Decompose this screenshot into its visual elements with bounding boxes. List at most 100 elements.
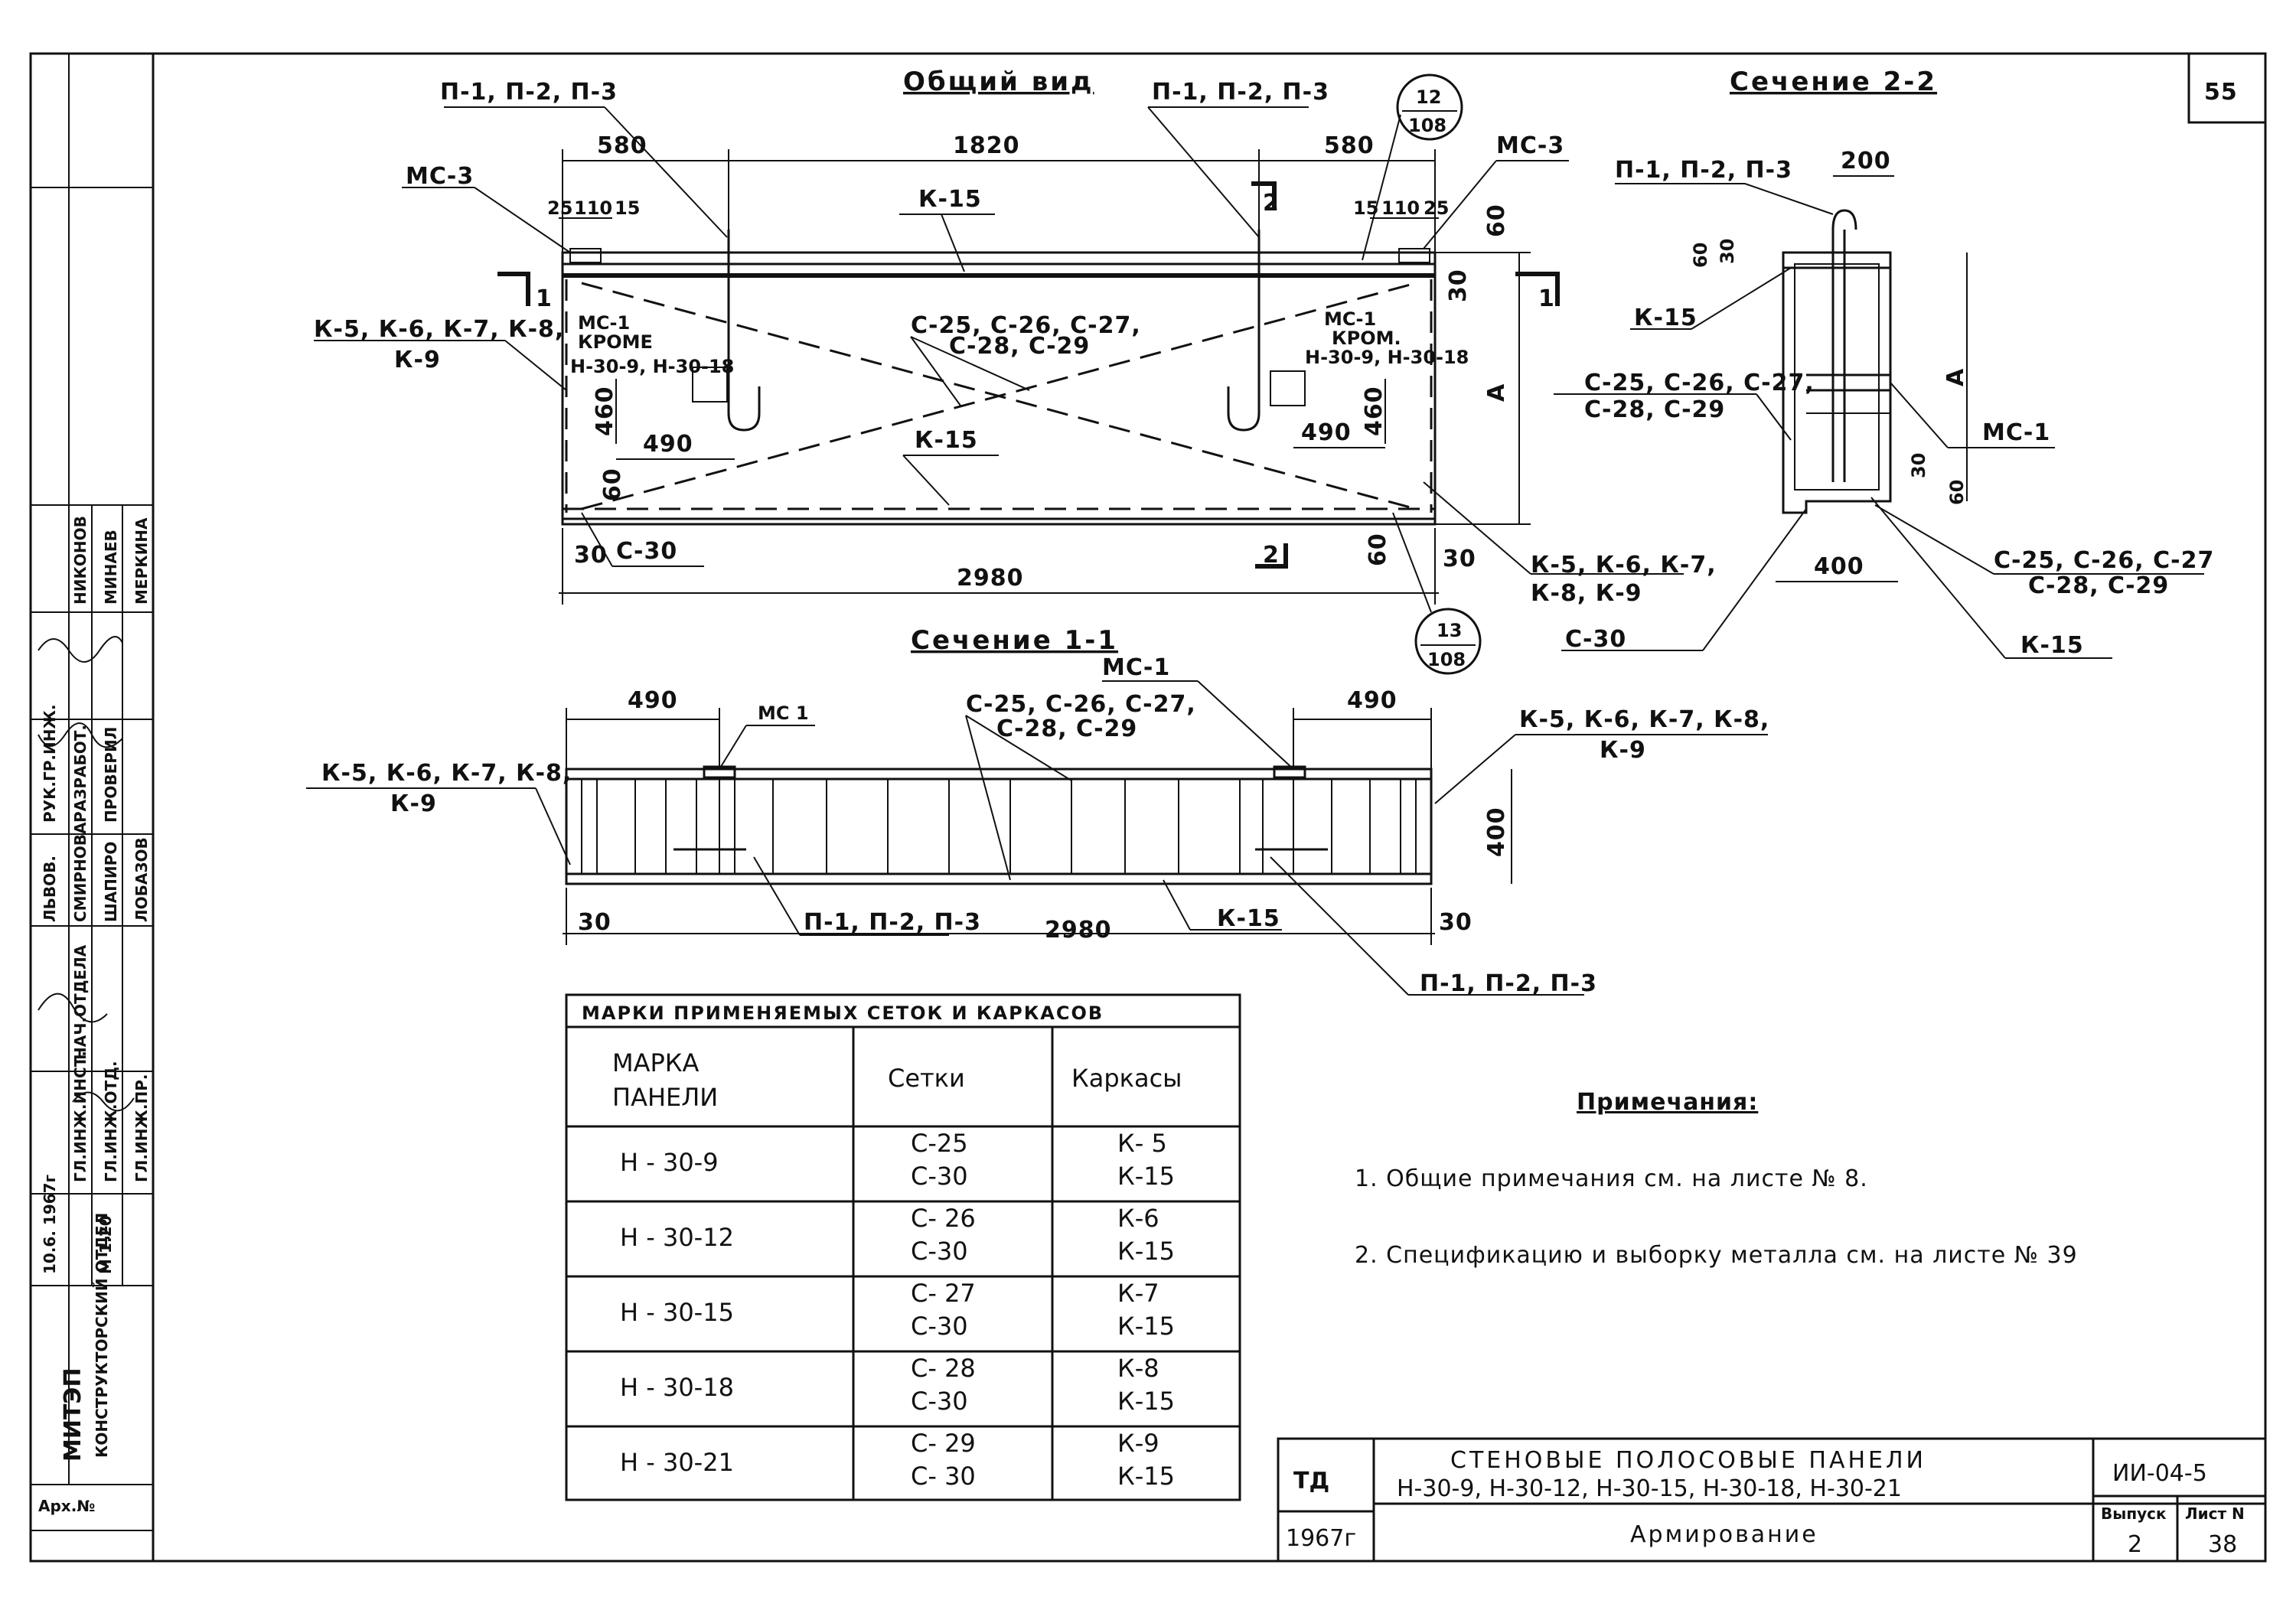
dim-general-total: 2980 (957, 565, 1024, 592)
cut-2-top: 2 (1263, 190, 1280, 217)
note-1: 1. Общие примечания см. на листе № 8. (1355, 1165, 1868, 1192)
tb-issue: 2 (2128, 1531, 2142, 1558)
stamp-role-5: РАЗРАБОТ. (71, 725, 90, 823)
general-view: Общий вид 580 1820 580 25 110 15 15 110 (314, 67, 1716, 675)
table-cell-frame: К- 5 (1117, 1129, 1167, 1158)
table-cell-frame: К-15 (1117, 1462, 1175, 1491)
s11-dim-height: 400 (1483, 807, 1510, 857)
note-2: 2. Спецификацию и выборку металла см. на… (1355, 1242, 2078, 1269)
dim-15-right: 15 (1353, 197, 1378, 219)
cut-marker-1-left (497, 272, 530, 306)
table-cell-frame: К-15 (1117, 1387, 1175, 1416)
signature-mark (38, 722, 123, 748)
s11-dim-right: 490 (1347, 687, 1397, 714)
stamp-name-6: МИНАЕВ (102, 530, 120, 605)
table-cell-mesh: С-30 (911, 1237, 968, 1266)
s11-p-bottom: П-1, П-2, П-3 (804, 909, 981, 936)
cut-marker-2-top (1251, 181, 1277, 210)
stamp-date: 10.6. 1967г (41, 1175, 59, 1274)
title-block: ТД 1967г СТЕНОВЫЕ ПОЛОСОВЫЕ ПАНЕЛИ Н-30-… (1277, 1437, 2267, 1563)
dim-15-left: 15 (615, 197, 640, 219)
table-cell-frame: К-8 (1117, 1354, 1159, 1383)
section22-outline (1782, 251, 1892, 514)
ref-bot-den: 108 (1427, 649, 1466, 670)
s22-dim-bottom: 400 (1814, 553, 1864, 580)
tb-td: ТД (1293, 1468, 1329, 1495)
s11-kset-right-2: К-9 (1600, 737, 1646, 764)
dim-general-right: 580 (1324, 132, 1375, 159)
dim-460-left: 460 (592, 386, 618, 436)
dim-490-left: 490 (643, 431, 693, 458)
label-cset-1: С-25, С-26, С-27, (911, 312, 1141, 339)
signature-mark (72, 1091, 135, 1112)
label-mc1-left-1: МС-1 (578, 312, 630, 334)
table-cell-mesh: С-30 (911, 1162, 968, 1191)
s11-dim-end-right: 30 (1439, 909, 1473, 936)
table-cell-mesh: С-30 (911, 1387, 968, 1416)
table-col1-line2: ПАНЕЛИ (612, 1083, 718, 1112)
stamp-arch: Арх.№ (38, 1497, 95, 1515)
section22-title: Сечение 2-2 (1730, 67, 1937, 97)
s11-dim-left: 490 (628, 687, 678, 714)
s22-cset-left-2: С-28, С-29 (1584, 396, 1725, 423)
s22-p: П-1, П-2, П-3 (1615, 157, 1792, 184)
s22-cset-left-1: С-25, С-26, С-27, (1584, 370, 1815, 396)
s22-dim-a: A (1942, 368, 1969, 386)
s22-c30: С-30 (1565, 626, 1626, 653)
s22-mc1: МС-1 (1982, 419, 2050, 446)
table-cell-mesh: С- 26 (911, 1204, 976, 1233)
s11-k15: К-15 (1217, 905, 1280, 932)
table-title: МАРКИ ПРИМЕНЯЕМЫХ СЕТОК И КАРКАСОВ (582, 1002, 1104, 1024)
s22-dim-60b: 60 (1946, 480, 1968, 505)
stamp-dept: КОНСТРУКТОРСКИЙ ОТДЕЛ (93, 1213, 111, 1458)
dim-25-left: 25 (547, 197, 572, 219)
table-cell-frame: К-9 (1117, 1429, 1159, 1458)
section11-bars (581, 779, 1417, 874)
label-kset-left-2: К-9 (394, 347, 441, 373)
dim-490-right: 490 (1301, 419, 1352, 446)
lifting-loop-left (727, 230, 761, 432)
ref-top-num: 12 (1416, 86, 1441, 108)
dim-60-left: 60 (599, 468, 626, 501)
sheet-number: 55 (2204, 79, 2238, 106)
dim-general-end-left: 30 (574, 542, 608, 569)
stamp-scale: М 1:20 (96, 1215, 115, 1274)
label-p-right: П-1, П-2, П-3 (1152, 79, 1329, 106)
table-col1-line1: МАРКА (612, 1048, 700, 1077)
ref-top-den: 108 (1408, 115, 1446, 136)
panel-outline (561, 251, 1437, 526)
table-cell-frame: К-7 (1117, 1279, 1159, 1308)
cut-1-right: 1 (1538, 285, 1555, 312)
tb-sheet: 38 (2208, 1531, 2237, 1558)
marks-table: МАРКИ ПРИМЕНЯЕМЫХ СЕТОК И КАРКАСОВ МАРКА… (565, 993, 1241, 1501)
dim-460-right: 460 (1361, 386, 1388, 436)
table-row: Н - 30-12 С- 26 С-30 К-6 К-15 (620, 1204, 1175, 1266)
table-cell-mesh: С- 30 (911, 1462, 976, 1491)
cut-marker-1-right (1515, 272, 1560, 306)
table-row: Н - 30-21 С- 29 С- 30 К-9 К-15 (620, 1429, 1175, 1491)
s11-mc1-left: МС 1 (758, 702, 809, 724)
table-cell-frame: К-15 (1117, 1237, 1175, 1266)
stamp-role-2: НАЧ.ОТДЕЛА (71, 944, 90, 1060)
tb-issue-label: Выпуск (2101, 1504, 2167, 1523)
tb-sheet-label: Лист N (2185, 1504, 2245, 1523)
table-cell-mesh: С-25 (911, 1129, 968, 1158)
table-cell-mesh: С- 29 (911, 1429, 976, 1458)
stamp-name-1: ЛЬВОВ. (41, 856, 59, 922)
dim-60-right: 60 (1483, 204, 1510, 237)
s11-p-right: П-1, П-2, П-3 (1420, 970, 1597, 997)
s22-dim-30a: 30 (1717, 239, 1738, 264)
label-p-left: П-1, П-2, П-3 (440, 79, 618, 106)
stamp-name-2: СМИРНОВА (71, 822, 90, 922)
dim-general-mid: 1820 (953, 132, 1020, 159)
notes: Примечания: 1. Общие примечания см. на л… (1355, 1089, 2078, 1269)
table-cell-frame: К-15 (1117, 1162, 1175, 1191)
tb-series: ИИ-04-5 (2112, 1460, 2207, 1487)
tb-subject: Армирование (1630, 1521, 1818, 1548)
cut-marker-2-bottom (1255, 543, 1288, 569)
table-cell-panel: Н - 30-15 (620, 1298, 734, 1327)
table-cell-panel: Н - 30-18 (620, 1373, 734, 1402)
table-cell-panel: Н - 30-12 (620, 1223, 734, 1252)
label-mc1-right-2: КРОМ. (1332, 328, 1401, 349)
dim-general-left: 580 (597, 132, 647, 159)
